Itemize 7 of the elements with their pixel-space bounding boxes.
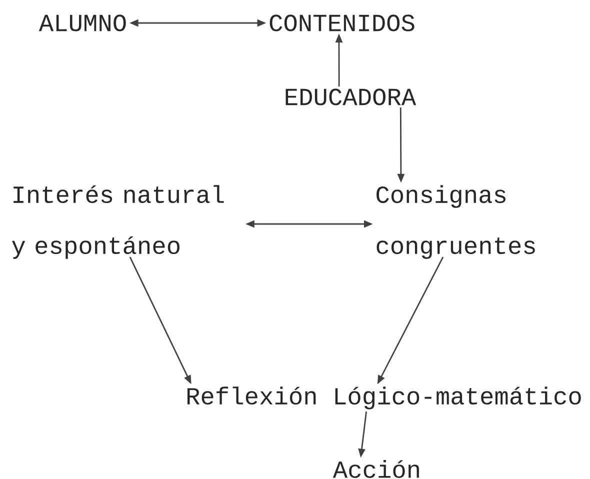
text-label: Consignas congruentes <box>376 185 535 259</box>
text-label: CONTENIDOS <box>270 14 414 32</box>
text-label: EDUCADORA <box>286 88 416 106</box>
text-label: Acción <box>332 460 419 478</box>
text-label: Interés natural y espontáneo <box>12 185 224 259</box>
text-label: Reflexión Lógico-matemático <box>187 386 581 410</box>
text-label: ALUMNO <box>38 14 126 32</box>
